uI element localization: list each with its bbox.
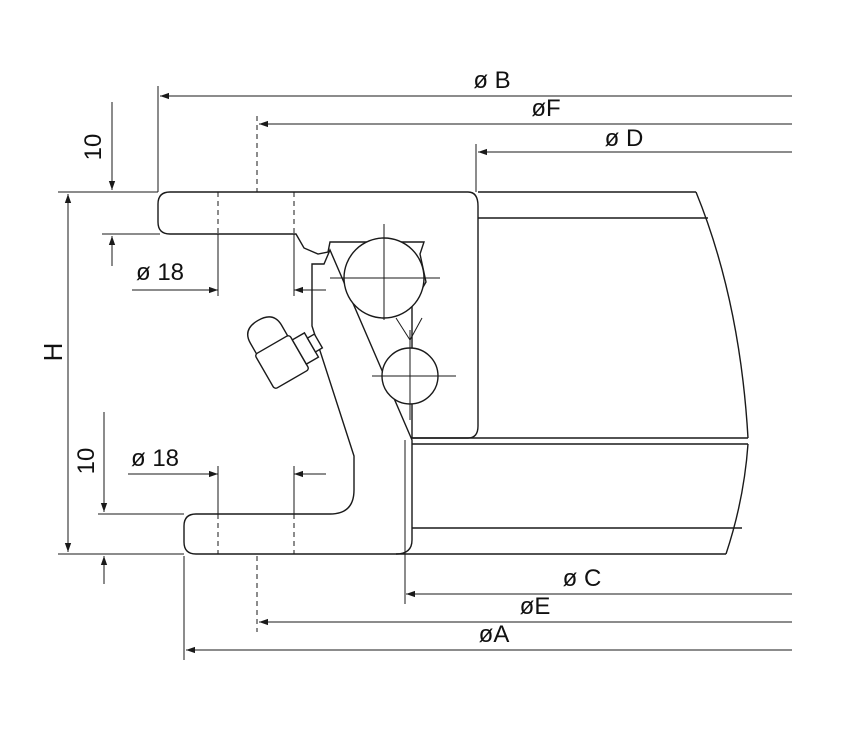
dimension-dia-e: øE — [256, 556, 792, 632]
dimension-dia-b: ø B — [157, 67, 792, 192]
dimension-dia-f: øF — [256, 95, 792, 192]
dia-e-label: øE — [520, 593, 551, 620]
offset-top-label: 10 — [80, 134, 107, 161]
hole-top-label: ø 18 — [136, 259, 184, 286]
dimension-height: H — [38, 191, 184, 555]
grease-nipple — [247, 316, 324, 389]
dia-b-label: ø B — [473, 67, 510, 94]
outer-ring-section — [157, 191, 479, 439]
dimension-offset-top: 10 — [80, 102, 160, 266]
dia-f-label: øF — [531, 95, 560, 122]
dimension-offset-bottom: 10 — [73, 412, 184, 584]
dia-c-label: ø C — [563, 565, 602, 592]
offset-bottom-label: 10 — [73, 448, 100, 475]
ball-separator — [395, 317, 411, 341]
inner-ring-section — [183, 248, 413, 555]
dimension-dia-d: ø D — [475, 125, 792, 192]
dimension-hole-bottom: ø 18 — [128, 445, 326, 514]
ball-separator-2 — [409, 317, 423, 341]
hole-bottom-label: ø 18 — [131, 445, 179, 472]
small-ball — [372, 330, 456, 420]
dia-d-label: ø D — [605, 125, 644, 152]
large-ball — [330, 224, 440, 320]
ring-body — [396, 191, 749, 555]
dimension-dia-c: ø C — [404, 440, 792, 604]
height-label: H — [38, 343, 68, 362]
dia-a-label: øA — [479, 621, 510, 648]
bolt-holes — [217, 192, 295, 554]
dimension-hole-top: ø 18 — [132, 234, 326, 296]
dimension-dia-a: øA — [183, 556, 792, 660]
